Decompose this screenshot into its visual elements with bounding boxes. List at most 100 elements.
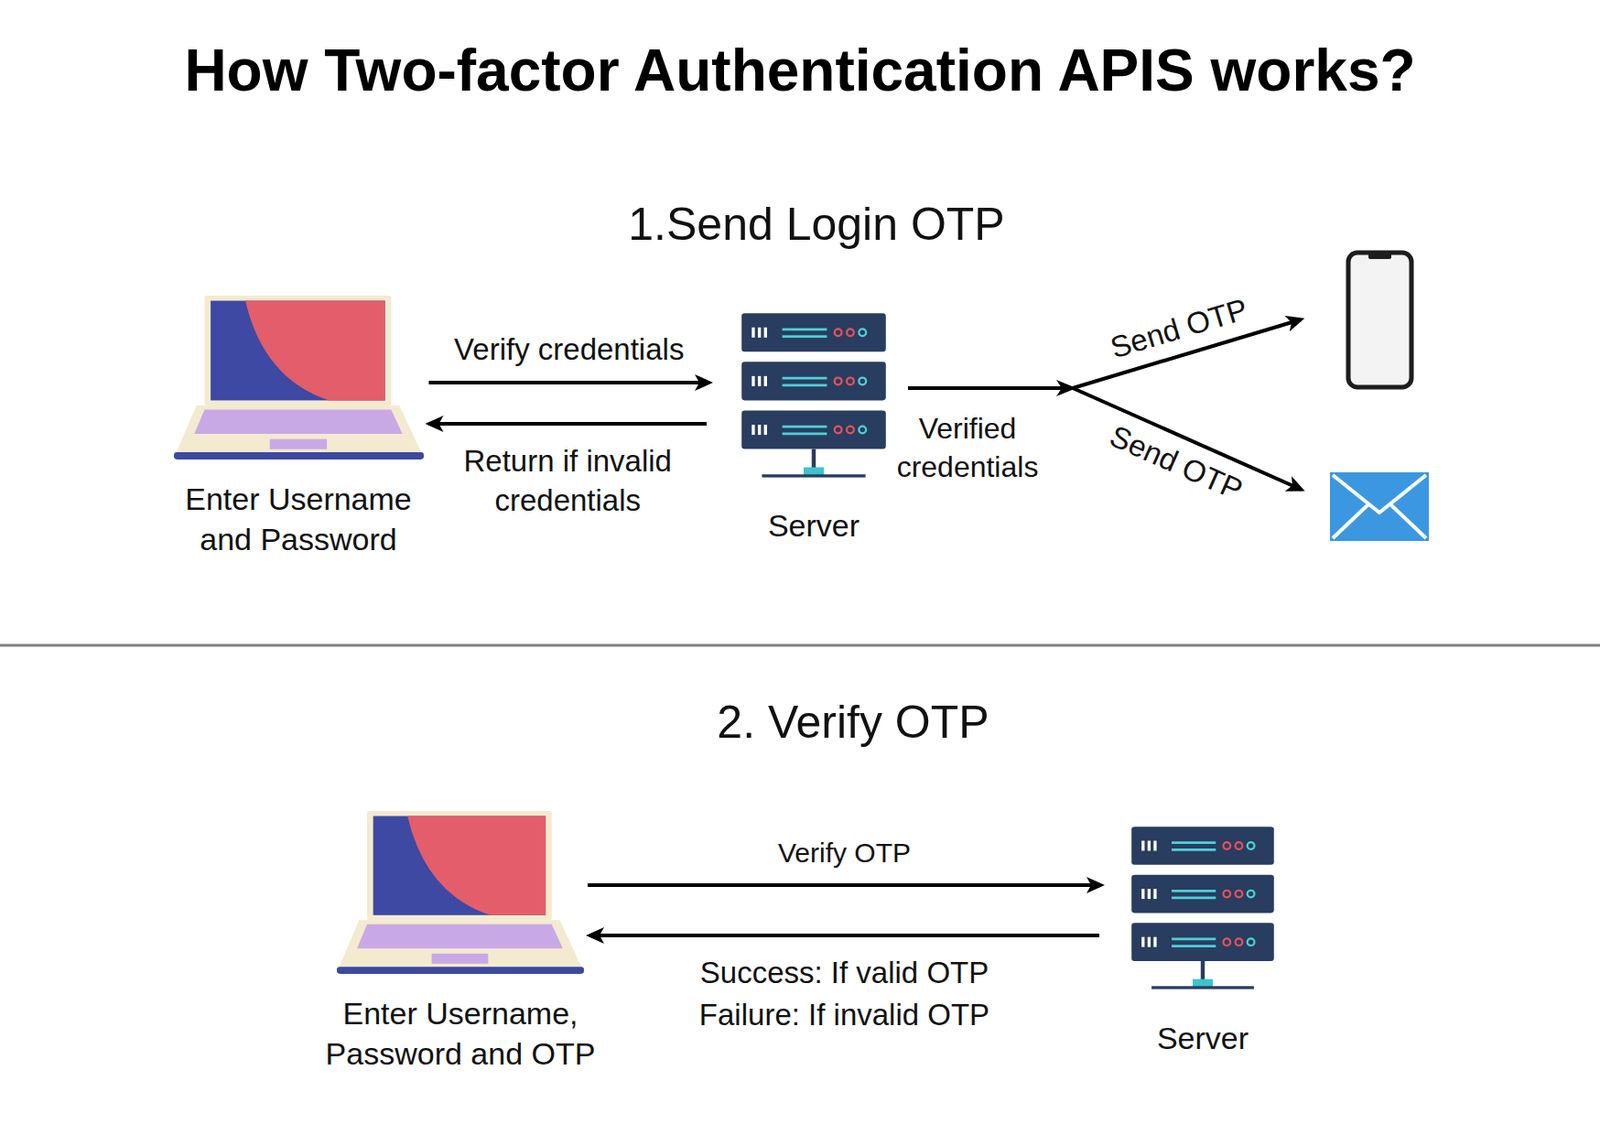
vent-bar	[1147, 888, 1151, 899]
flow-arrow	[429, 380, 711, 385]
flow-arrow	[429, 421, 708, 426]
laptop-icon	[173, 295, 424, 461]
drive-line	[782, 432, 828, 436]
flow-arrow	[589, 933, 1100, 938]
flow-arrow	[587, 883, 1102, 887]
status-light	[834, 328, 843, 336]
vent-bar	[751, 376, 755, 387]
status-light	[1235, 842, 1244, 850]
envelope-drawing	[1329, 472, 1429, 541]
screen-blue	[373, 816, 546, 916]
vent-bar	[1153, 937, 1157, 948]
step-note: Verified credentials	[890, 410, 1045, 487]
status-light	[1235, 938, 1244, 946]
vent-bar	[1141, 888, 1145, 899]
node-label: Server	[767, 505, 860, 546]
vent-bar	[757, 424, 761, 435]
server-unit	[1131, 826, 1275, 865]
client-laptop: Enter Username, Password and OTP	[311, 810, 610, 1074]
laptop-base	[175, 405, 422, 454]
screen-red	[245, 301, 386, 401]
flow-arrow	[908, 319, 1302, 389]
drive-line	[782, 377, 828, 380]
node-label: Enter Username, Password and OTP	[311, 993, 610, 1074]
server-drawing	[1129, 824, 1276, 994]
status-light	[1222, 890, 1231, 898]
touchpad	[269, 439, 326, 450]
status-light	[1222, 938, 1231, 946]
phone-notch	[1368, 252, 1392, 260]
vent-bar	[764, 327, 768, 338]
vent-bar	[1147, 937, 1151, 948]
vent-bar	[1153, 888, 1157, 899]
envelope-icon	[1329, 472, 1429, 541]
vent-bar	[757, 327, 761, 338]
status-light	[858, 328, 866, 336]
edge-label: Success: If valid OTP Failure: If invali…	[680, 951, 1010, 1037]
vent-bar	[764, 376, 768, 387]
vent-bar	[1141, 937, 1145, 948]
laptop-drawing	[336, 810, 584, 975]
node-label: Enter Username and Password	[172, 478, 425, 560]
phone-icon	[1345, 249, 1415, 390]
laptop-base	[338, 919, 583, 968]
drive-line	[1171, 944, 1216, 948]
drive-line	[1171, 848, 1216, 852]
phone-drawing	[1345, 249, 1415, 390]
status-light	[846, 378, 855, 386]
status-light	[846, 426, 855, 434]
drive-line	[782, 335, 828, 338]
server-post	[1200, 961, 1205, 982]
vent-bar	[764, 424, 768, 435]
drive-line	[1171, 841, 1216, 844]
edge-label: Verify credentials	[454, 330, 684, 370]
server-drawing	[739, 311, 888, 482]
server-unit	[741, 313, 887, 352]
section-heading: 1.Send Login OTP	[627, 194, 1005, 255]
server-unit	[1131, 875, 1275, 914]
diagram-title: How Two-factor Authentication APIS works…	[183, 32, 1416, 109]
vent-bar	[751, 327, 755, 338]
edge-label: Verify OTP	[778, 834, 911, 871]
status-light	[1247, 890, 1255, 898]
node-label: Server	[1156, 1017, 1249, 1059]
screen-frame	[367, 810, 552, 920]
server-unit	[741, 410, 887, 450]
status-light	[858, 426, 866, 434]
screen-red	[407, 816, 546, 916]
laptop-drawing	[173, 295, 424, 461]
status-light	[846, 328, 855, 336]
server-post	[811, 449, 816, 470]
server-icon	[739, 311, 888, 482]
status-light	[834, 378, 843, 386]
vent-bar	[751, 424, 755, 435]
drive-line	[1171, 937, 1216, 941]
status-light	[1222, 842, 1231, 850]
phone-body	[1348, 252, 1412, 388]
envelope-body	[1329, 472, 1429, 541]
envelope-fold	[1390, 504, 1427, 539]
vent-bar	[757, 376, 761, 387]
section-heading: 2. Verify OTP	[716, 692, 989, 753]
server-node: Server	[739, 311, 888, 546]
touchpad	[432, 953, 489, 964]
drive-line	[782, 328, 828, 332]
drive-line	[782, 383, 828, 387]
server-icon	[1129, 824, 1276, 994]
status-light	[1247, 938, 1255, 946]
vent-bar	[1141, 841, 1145, 852]
screen-frame	[204, 295, 391, 406]
vent-bar	[1153, 841, 1157, 852]
status-light	[1247, 842, 1255, 850]
server-unit	[1131, 922, 1275, 962]
drive-line	[1171, 897, 1216, 900]
server-unit	[741, 361, 887, 400]
envelope-flap	[1332, 475, 1427, 513]
keyboard	[194, 409, 402, 434]
envelope-fold	[1332, 504, 1369, 539]
screen-blue	[210, 301, 386, 401]
vent-bar	[1147, 841, 1151, 852]
server-node: Server	[1129, 824, 1276, 1059]
server-ground	[1151, 985, 1255, 989]
